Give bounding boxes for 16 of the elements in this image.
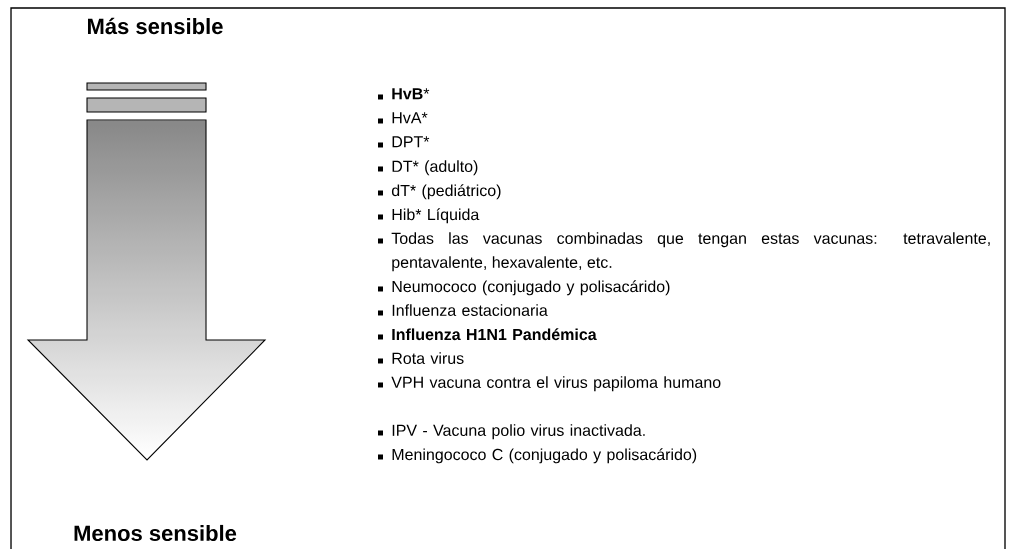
list-item: dT* (pediátrico): [391, 184, 501, 200]
heading: Más sensible: [88, 17, 223, 35]
list-item: Neumococo (conjugado y polisacárido): [392, 280, 670, 296]
list-item: Influenza H1N1 Pandémica: [392, 328, 597, 341]
list-item: DPT*: [392, 136, 430, 148]
list-item: HvA*: [392, 112, 428, 124]
list-item: Rota virus: [392, 352, 464, 364]
heading: Menos sensible: [74, 524, 237, 542]
list-item: VPH vacuna contra el virus papiloma humano: [391, 376, 721, 392]
list-item: Meningococo C (conjugado y polisacárido): [392, 448, 697, 464]
list-item: Influenza estacionaria: [392, 304, 548, 316]
list-item: DT* (adulto): [392, 160, 478, 176]
list-item: IPV - Vacuna polio virus inactivada.: [392, 424, 645, 440]
list-item: Todas las vacunas combinadas que tengan estas vacunas: tetravalente, pentavalente, hexavalente, etc.: [391, 232, 990, 272]
list-item: HvB*: [392, 88, 430, 100]
list-item: Hib* Líquida: [392, 208, 480, 224]
